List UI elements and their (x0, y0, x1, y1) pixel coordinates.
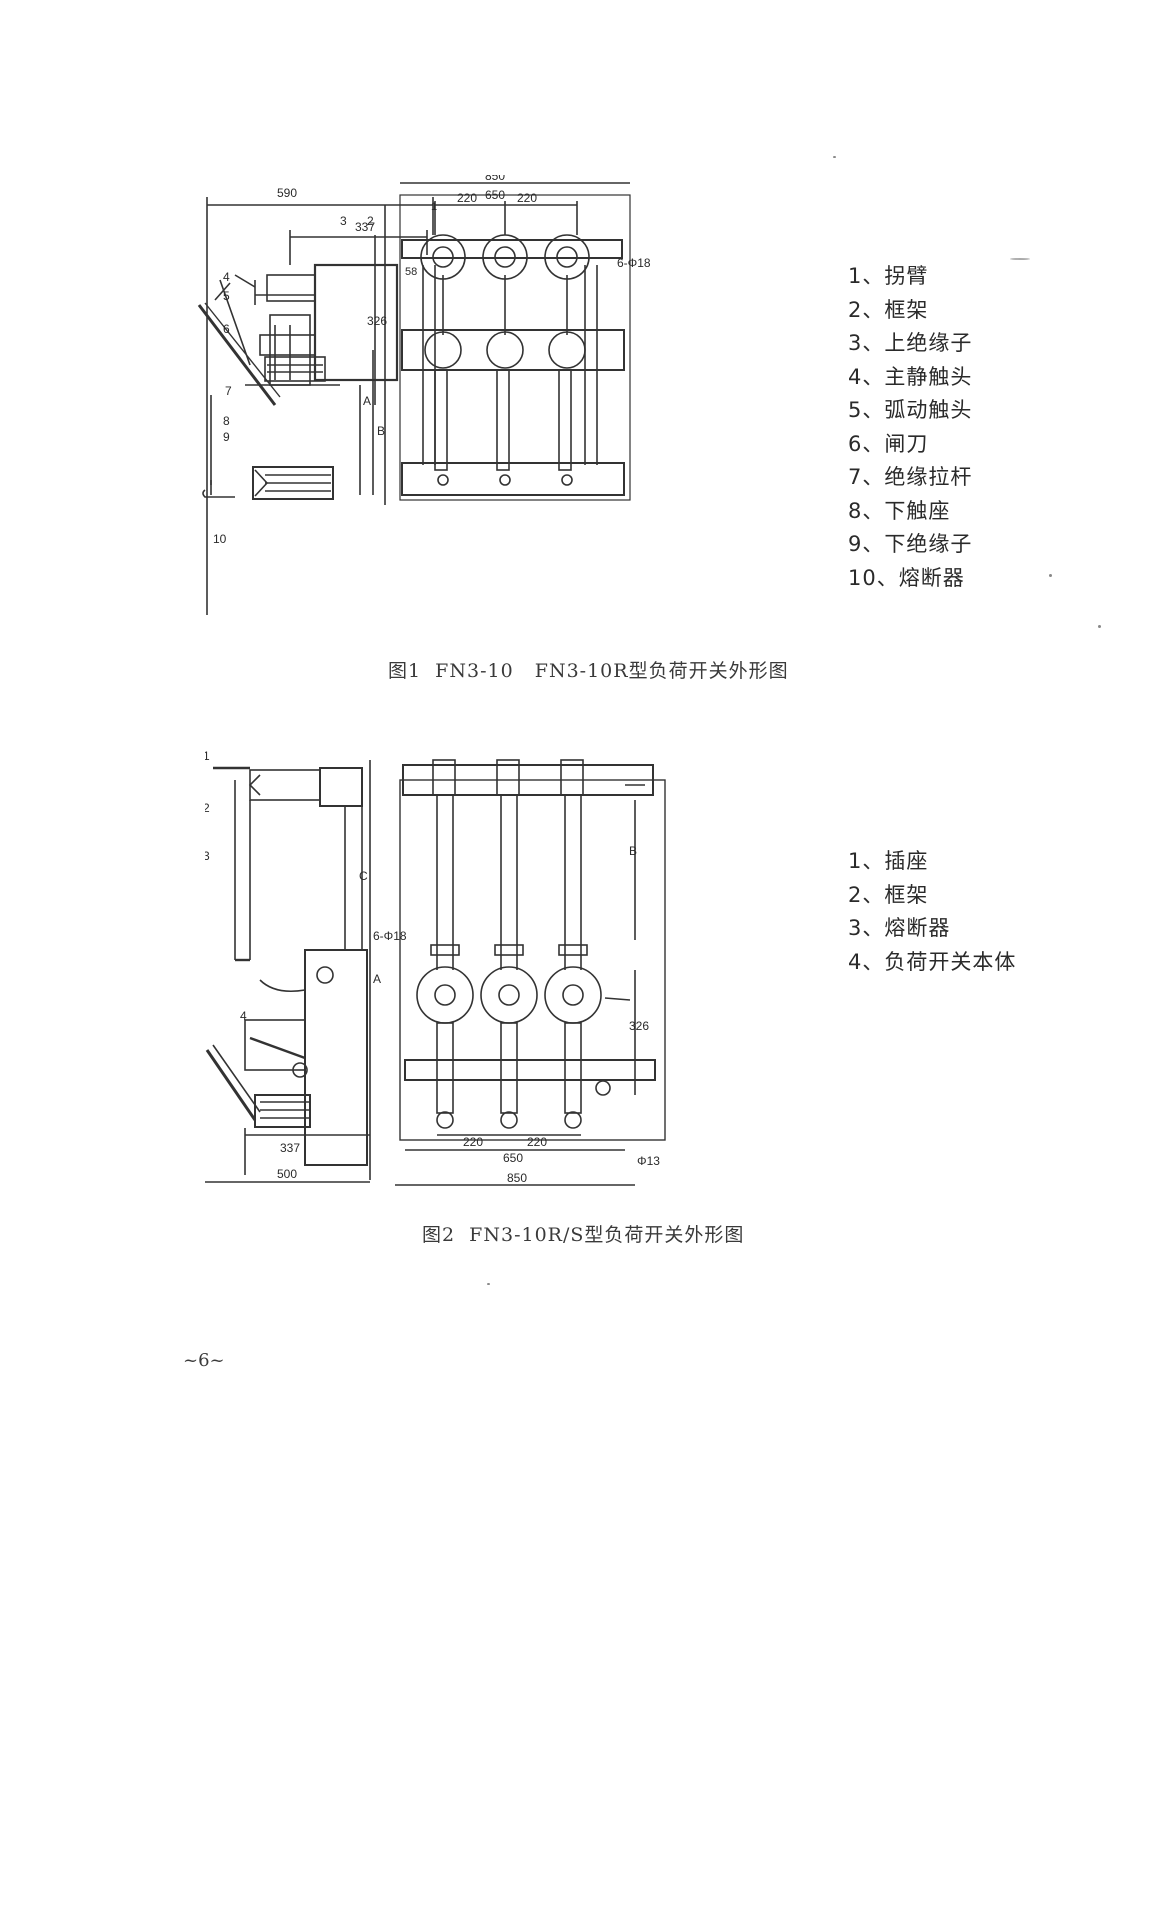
figure1-caption: 图1 FN3-10 FN3-10R型负荷开关外形图 (388, 660, 789, 682)
dim-850: 850 (485, 175, 505, 183)
callout-1: 1 (431, 201, 437, 213)
callout-6: 6 (223, 322, 230, 336)
legend-item: 8、下触座 (848, 498, 951, 523)
legend-item: 3、熔断器 (848, 916, 951, 940)
scan-speck (833, 156, 836, 158)
callout-1: 1 (205, 749, 210, 763)
legend-item: 10、熔断器 (848, 565, 965, 590)
figure1-legend: 1、拐臂 2、框架 3、上绝缘子 4、主静触头 5、弧动触头 6、闸刀 7、绝缘… (848, 260, 972, 595)
dim-850: 850 (507, 1171, 527, 1185)
dim-337: 337 (280, 1141, 300, 1155)
scan-speck (1010, 258, 1030, 260)
figure1-labels: 590 337 850 650 220 220 326 58 6-Φ18 A B… (213, 175, 651, 546)
legend-item: 6、闸刀 (848, 431, 929, 456)
dim-326: 326 (629, 1019, 649, 1033)
legend-item: 9、下绝缘子 (848, 532, 973, 556)
dim-holes: 6-Φ18 (617, 256, 651, 270)
scan-speck (1049, 574, 1052, 577)
legend-item: 2、框架 (848, 297, 929, 322)
dim-220-a: 220 (457, 191, 477, 205)
dim-650: 650 (503, 1151, 523, 1165)
callout-4: 4 (223, 270, 230, 284)
callout-2: 2 (205, 801, 210, 815)
dim-500: 500 (277, 1167, 297, 1181)
legend-item: 2、框架 (848, 882, 929, 907)
dim-A: A (373, 972, 381, 986)
callout-8: 8 (223, 414, 230, 428)
legend-item: 1、插座 (848, 849, 929, 873)
scan-speck (1098, 625, 1101, 628)
dim-220-b: 220 (517, 191, 537, 205)
figure2-drawing (205, 759, 666, 1186)
page-number: ~6~ (183, 1350, 225, 1371)
figure1-drawing (197, 182, 631, 615)
dim-phi13: Φ13 (637, 1154, 660, 1168)
callout-2: 2 (367, 214, 374, 228)
dim-650: 650 (485, 188, 505, 202)
legend-item: 4、负荷开关本体 (848, 949, 1017, 974)
callout-4: 4 (240, 1009, 247, 1023)
dim-B: B (629, 844, 637, 858)
dim-337: 337 (355, 220, 375, 234)
dim-220-b: 220 (527, 1135, 547, 1149)
dim-590: 590 (277, 186, 297, 200)
legend-item: 1、拐臂 (848, 264, 929, 288)
legend-item: 7、绝缘拉杆 (848, 465, 973, 489)
callout-7: 7 (225, 384, 232, 398)
dim-B: B (377, 424, 385, 438)
callout-5: 5 (223, 289, 230, 303)
legend-item: 3、上绝缘子 (848, 331, 973, 355)
dim-58: 58 (405, 266, 417, 278)
callout-9: 9 (223, 430, 230, 444)
legend-item: 5、弧动触头 (848, 398, 973, 422)
dim-A: A (363, 394, 371, 408)
figure2-caption: 图2 FN3-10R/S型负荷开关外形图 (422, 1224, 745, 1246)
dim-C: C (359, 869, 368, 883)
callout-3: 3 (205, 849, 210, 863)
figure2-labels: 1 2 3 4 C A B 326 337 500 850 650 220 22… (205, 749, 660, 1185)
callout-10: 10 (213, 532, 227, 546)
dim-220-a: 220 (463, 1135, 483, 1149)
dim-holes: 6-Φ18 (373, 929, 407, 943)
figure2-legend: 1、插座 2、框架 3、熔断器 4、负荷开关本体 (848, 845, 1016, 979)
legend-item: 4、主静触头 (848, 364, 973, 389)
dim-326: 326 (367, 314, 387, 328)
callout-3: 3 (340, 214, 347, 228)
scan-speck (487, 1283, 490, 1285)
